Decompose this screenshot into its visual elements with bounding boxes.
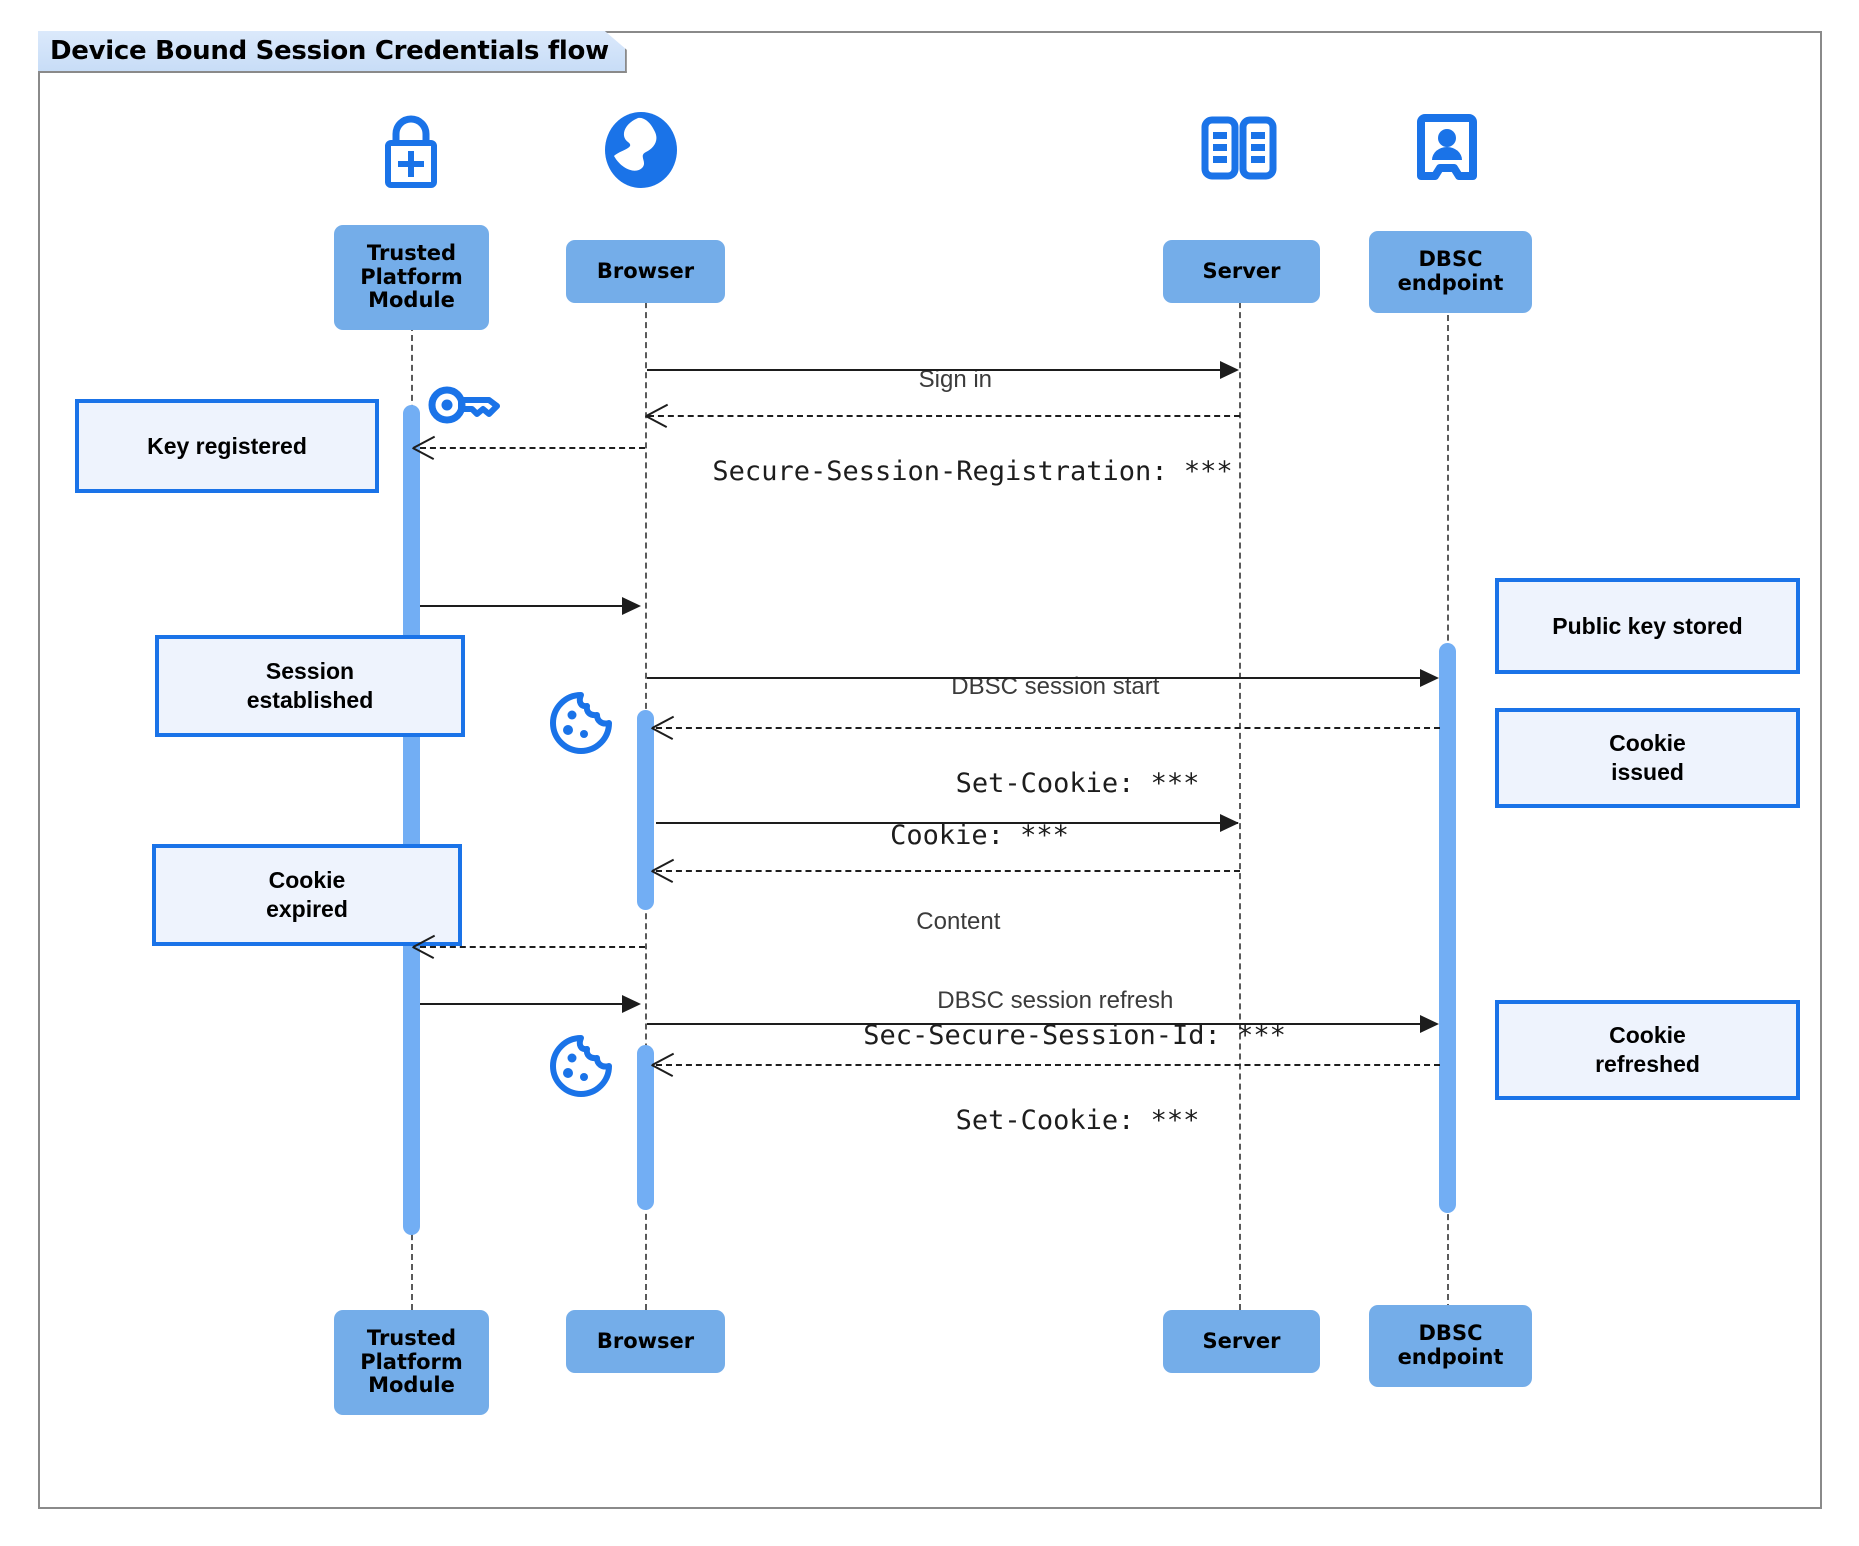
id-badge-icon xyxy=(1411,110,1483,190)
message-label-cookie: Cookie: *** xyxy=(890,820,1069,851)
arrowhead-tpm-to-browser-2 xyxy=(622,995,641,1013)
participant-browser-bottom[interactable]: Browser xyxy=(566,1310,725,1373)
lock-plus-icon xyxy=(370,110,452,190)
message-label-content: Content xyxy=(916,908,1001,935)
note-public-key-stored: Public key stored xyxy=(1495,578,1800,674)
cookie-icon xyxy=(548,690,614,756)
message-label-dbsc-session-start: DBSC session start xyxy=(951,673,1160,700)
message-line-set-cookie-2 xyxy=(656,1064,1440,1066)
arrowhead-dbsc-session-refresh xyxy=(1420,1015,1439,1033)
note-text: Public key stored xyxy=(1552,612,1743,639)
participant-dbsc-top[interactable]: DBSC endpoint xyxy=(1369,231,1532,313)
note-session-established: Session established xyxy=(155,635,465,737)
diagram-title-text: Device Bound Session Credentials flow xyxy=(50,36,609,66)
note-cookie-expired: Cookie expired xyxy=(152,844,462,946)
message-label-dbsc-session-refresh: DBSC session refresh xyxy=(937,987,1174,1014)
participant-dbsc-bottom[interactable]: DBSC endpoint xyxy=(1369,1305,1532,1387)
note-text: Cookie issued xyxy=(1609,730,1686,785)
participant-label: DBSC endpoint xyxy=(1397,247,1504,295)
participant-label: Server xyxy=(1202,1328,1281,1353)
participant-tpm-top[interactable]: Trusted Platform Module xyxy=(334,225,489,330)
message-line-tpm-to-browser-1 xyxy=(420,605,638,607)
message-line-tpm-to-browser-2 xyxy=(420,1003,638,1005)
arrowhead-tpm-to-browser-1 xyxy=(622,597,641,615)
arrowhead-set-cookie-2 xyxy=(652,1053,674,1075)
arrowhead-key-registration-to-tpm xyxy=(413,436,435,458)
note-key-registered: Key registered xyxy=(75,399,379,493)
note-cookie-refreshed: Cookie refreshed xyxy=(1495,1000,1800,1100)
diagram-frame-title: Device Bound Session Credentials flow xyxy=(38,31,627,73)
message-line-dbsc-session-start xyxy=(647,677,1437,679)
arrowhead-content xyxy=(652,859,674,881)
activation-tpm xyxy=(403,405,420,1235)
participant-tpm-bottom[interactable]: Trusted Platform Module xyxy=(334,1310,489,1415)
message-label-sec-secure-session-id: Sec-Secure-Session-Id: *** xyxy=(863,1020,1286,1051)
note-text: Cookie refreshed xyxy=(1595,1022,1700,1077)
participant-server-top[interactable]: Server xyxy=(1163,240,1320,303)
message-label-set-cookie-1: Set-Cookie: *** xyxy=(955,768,1200,799)
message-line-key-registration-to-tpm xyxy=(420,447,645,449)
note-text: Session established xyxy=(246,658,374,713)
arrowhead-browser-to-tpm xyxy=(413,935,435,957)
diagram-frame xyxy=(38,31,1822,1509)
message-line-browser-to-tpm xyxy=(420,946,645,948)
arrowhead-dbsc-session-start xyxy=(1420,669,1439,687)
activation-browser-2 xyxy=(637,1045,654,1210)
note-cookie-issued: Cookie issued xyxy=(1495,708,1800,808)
participant-label: Server xyxy=(1202,258,1281,283)
activation-dbsc-start xyxy=(1439,643,1456,1213)
participant-label: Trusted Platform Module xyxy=(360,241,463,313)
activation-browser-1 xyxy=(637,710,654,910)
message-line-content xyxy=(656,870,1240,872)
lifeline-server xyxy=(1239,252,1241,1310)
message-line-secure-session-registration xyxy=(648,415,1240,417)
message-line-cookie xyxy=(656,822,1238,824)
arrowhead-set-cookie-1 xyxy=(652,716,674,738)
note-text: Cookie expired xyxy=(266,867,348,922)
participant-label: DBSC endpoint xyxy=(1397,1321,1504,1369)
arrowhead-sign-in xyxy=(1220,361,1239,379)
note-text: Key registered xyxy=(147,432,307,459)
message-label-secure-session-registration: Secure-Session-Registration: *** xyxy=(712,456,1233,487)
server-racks-icon xyxy=(1197,110,1281,190)
arrowhead-cookie xyxy=(1220,814,1239,832)
participant-label: Browser xyxy=(596,258,695,283)
message-line-sign-in xyxy=(647,369,1237,371)
globe-icon xyxy=(598,110,684,190)
message-line-dbsc-session-refresh xyxy=(647,1023,1437,1025)
arrowhead-secure-session-registration xyxy=(646,404,668,426)
participant-label: Trusted Platform Module xyxy=(360,1326,463,1398)
message-line-set-cookie-1 xyxy=(656,727,1440,729)
key-icon xyxy=(427,381,505,429)
message-label-sign-in: Sign in xyxy=(918,366,993,393)
message-label-set-cookie-2: Set-Cookie: *** xyxy=(955,1105,1200,1136)
participant-server-bottom[interactable]: Server xyxy=(1163,1310,1320,1373)
cookie-icon xyxy=(548,1033,614,1099)
participant-browser-top[interactable]: Browser xyxy=(566,240,725,303)
participant-label: Browser xyxy=(596,1328,695,1353)
